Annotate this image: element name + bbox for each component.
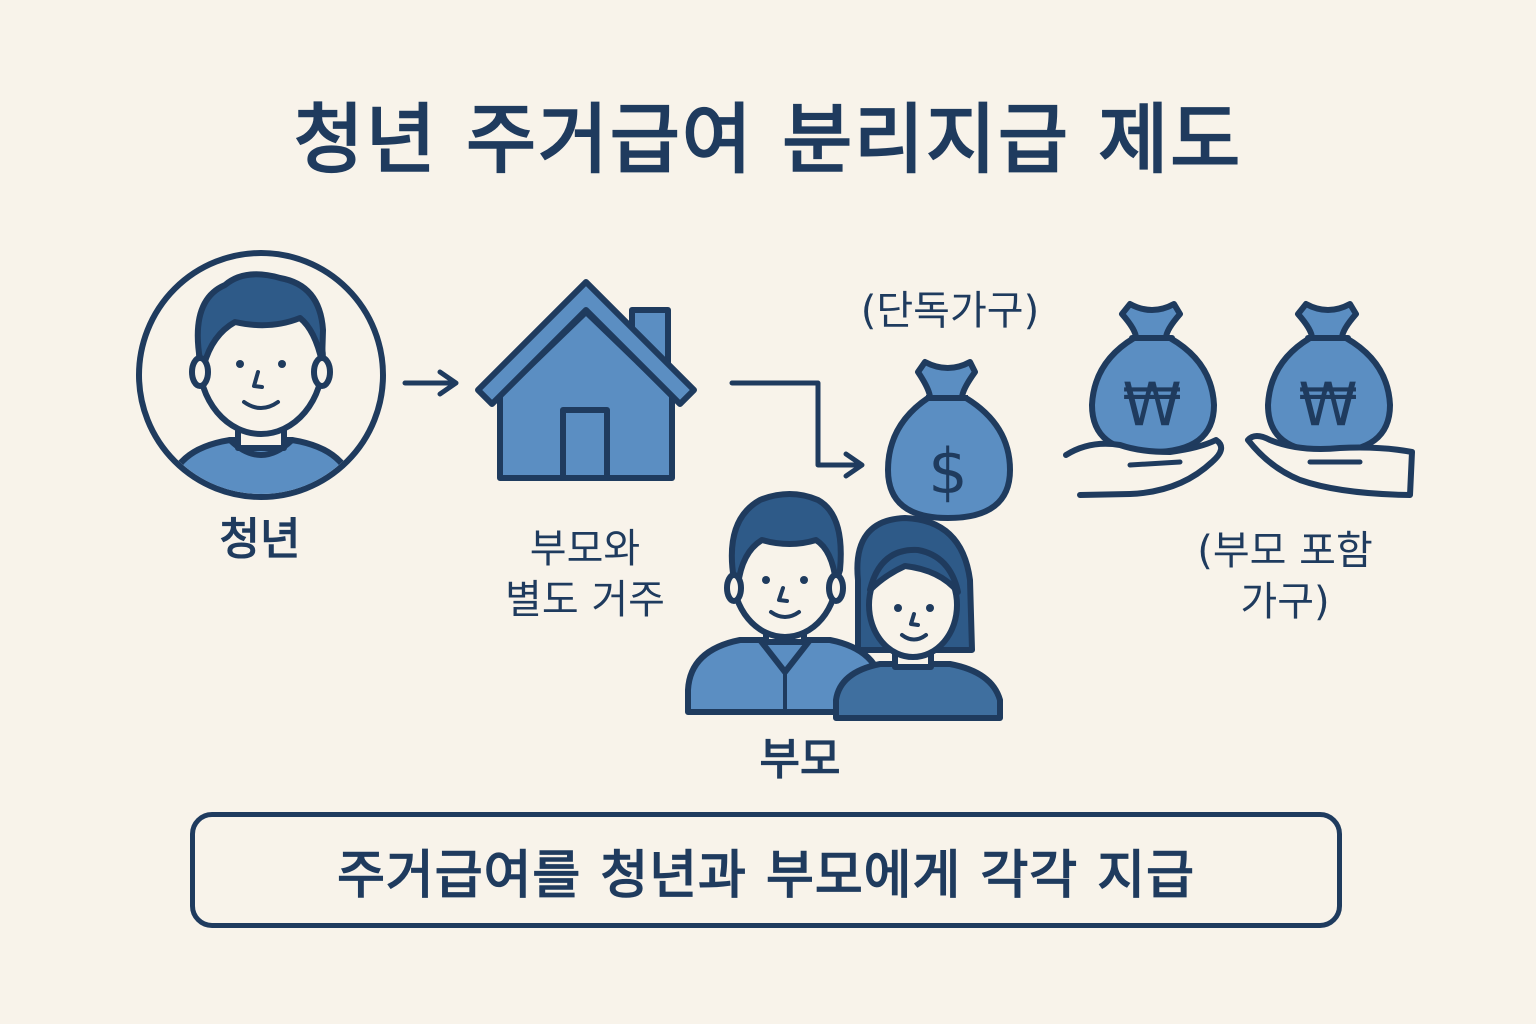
won-money-bag-hand-icon: ₩ xyxy=(1063,301,1225,498)
mother-icon xyxy=(833,515,1003,721)
father-icon xyxy=(685,491,885,715)
summary-box: 주거급여를 청년과 부모에게 각각 지급 xyxy=(190,812,1342,928)
single-household-label: (단독가구) xyxy=(860,288,1040,334)
parents-label: 부모 xyxy=(759,734,841,785)
youth-avatar-icon xyxy=(136,250,386,500)
won-money-bag-hand-icon: ₩ xyxy=(1245,301,1415,498)
arrow-icon xyxy=(402,369,459,397)
including-parents-household-label: (부모 포함 가구) xyxy=(1150,526,1420,628)
won-symbol: ₩ xyxy=(1122,370,1181,440)
elbow-arrow-icon xyxy=(729,380,865,479)
dollar-money-bag-icon: $ xyxy=(885,359,1013,521)
separate-residence-label: 부모와 별도 거주 xyxy=(470,524,700,626)
dollar-symbol: $ xyxy=(928,435,967,508)
summary-text: 주거급여를 청년과 부모에게 각각 지급 xyxy=(337,845,1195,906)
separate-residence-line-1: 부모와 xyxy=(529,526,641,572)
including-parents-line-1: (부모 포함 xyxy=(1197,528,1373,574)
house-icon xyxy=(475,279,697,481)
separate-residence-line-2: 별도 거주 xyxy=(505,577,665,624)
page-title: 청년 주거급여 분리지급 제도 xyxy=(293,95,1243,184)
youth-label: 청년 xyxy=(219,514,301,565)
won-symbol: ₩ xyxy=(1298,370,1357,440)
including-parents-line-2: 가구) xyxy=(1240,579,1330,626)
